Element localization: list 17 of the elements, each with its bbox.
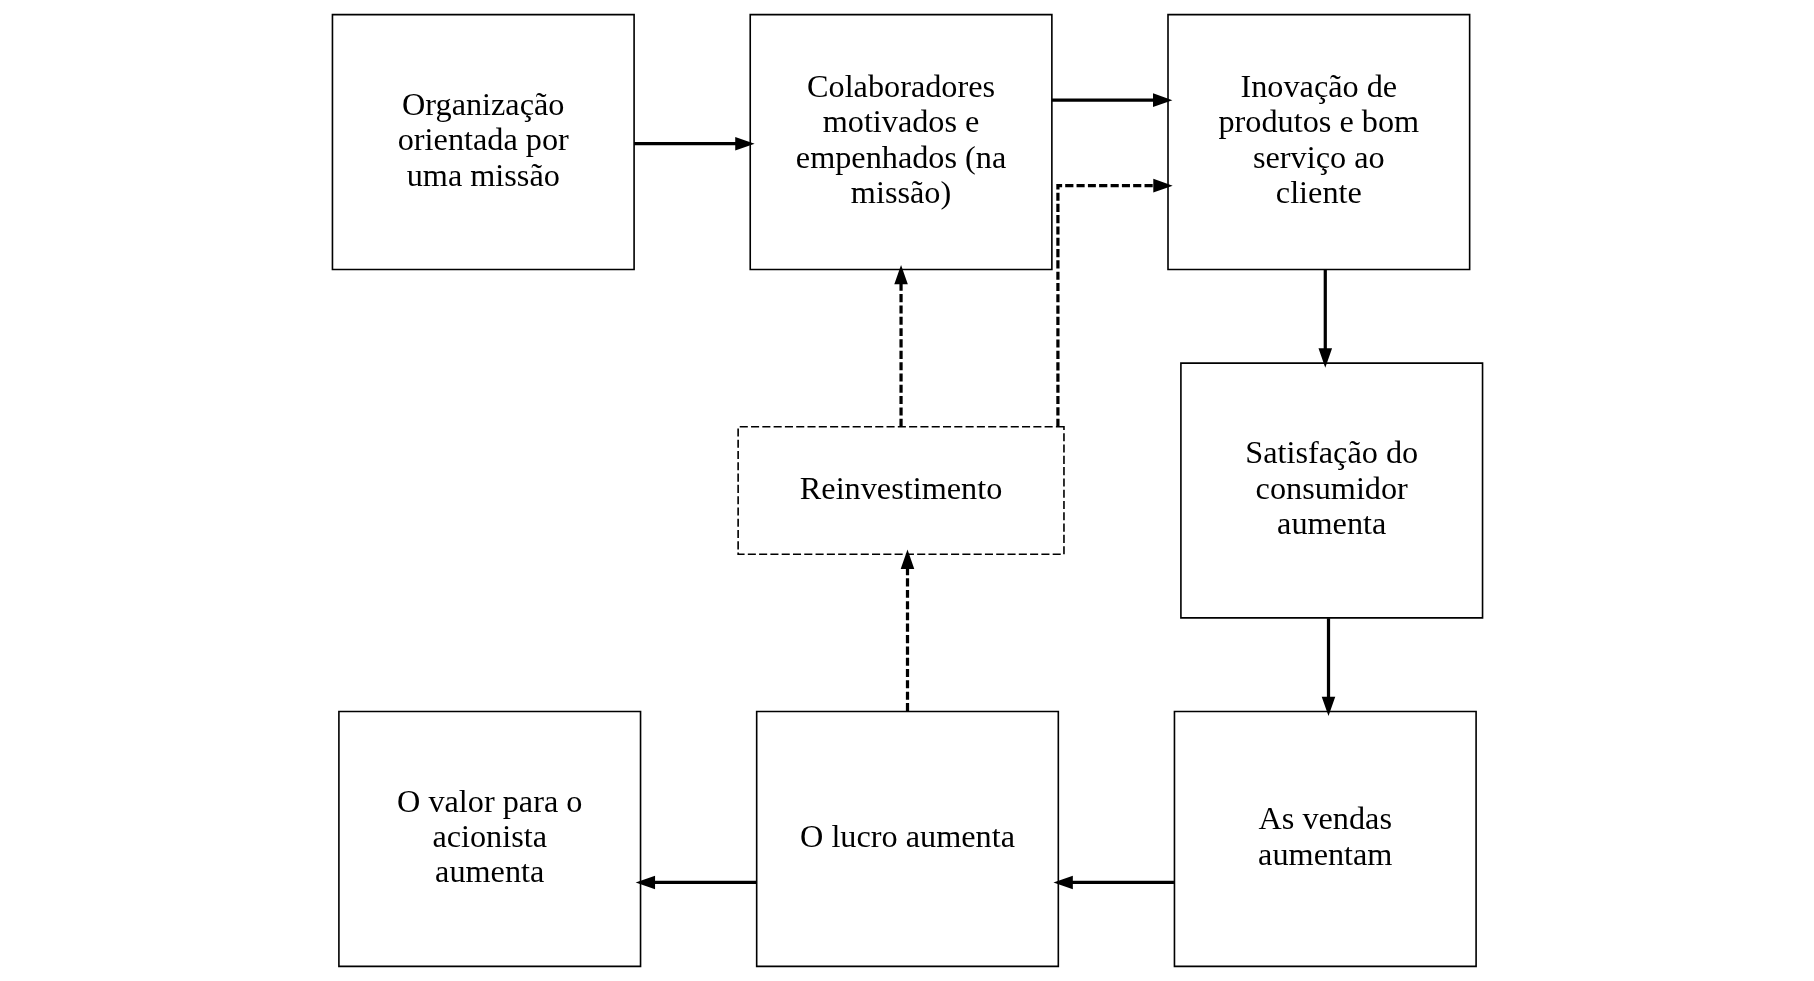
arrow <box>633 136 755 151</box>
node-box: Reinvestimento <box>736 426 1065 555</box>
node-box: Organização orientada por uma missão <box>331 13 635 271</box>
arrow <box>1055 178 1173 427</box>
node-box: Inovação de produtos e bom serviço ao cliente <box>1166 13 1470 271</box>
arrow <box>1051 93 1172 107</box>
node-box: O lucro aumenta <box>755 710 1059 968</box>
node-box: Satisfação do consumidor aumenta <box>1179 362 1483 619</box>
arrow <box>1321 618 1335 717</box>
node-box: As vendas aumentam <box>1173 710 1477 968</box>
node-box: Colaboradores motivados e empenhados (na missão) <box>748 13 1053 271</box>
arrow <box>893 264 908 427</box>
arrow <box>900 549 914 712</box>
node-box: O valor para o acionista aumenta <box>337 710 641 968</box>
arrow <box>1052 875 1174 890</box>
arrow <box>1318 269 1332 368</box>
arrow <box>635 875 756 890</box>
